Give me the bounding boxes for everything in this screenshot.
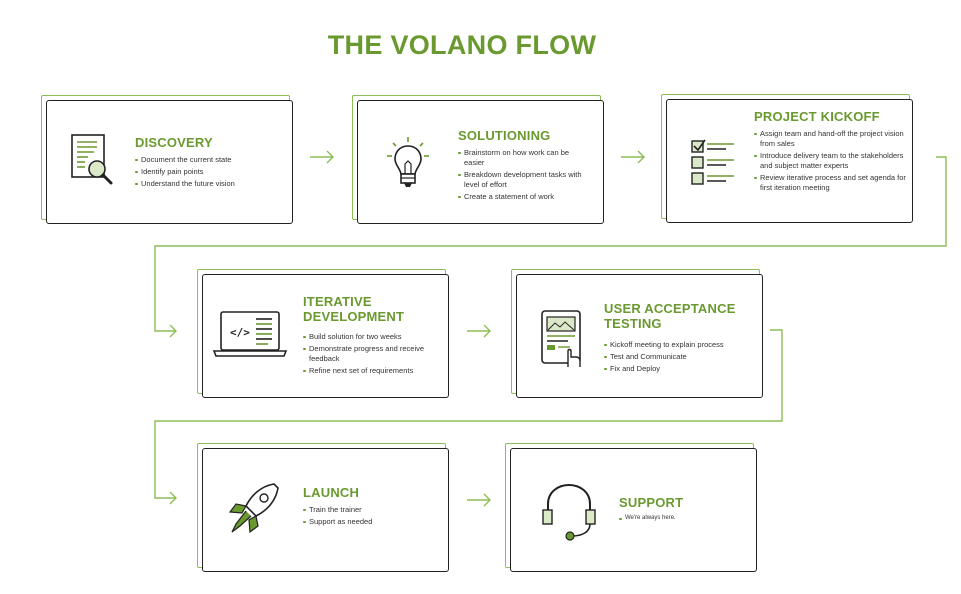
step-card-discovery: DISCOVERY Document the current state Ide…: [41, 95, 293, 224]
step-card-project-kickoff: PROJECT KICKOFF Assign team and hand-off…: [661, 94, 913, 223]
list-item: Test and Communicate: [604, 352, 754, 362]
step-heading: ITERATIVE DEVELOPMENT: [303, 294, 405, 324]
step-card-solutioning: SOLUTIONING Brainstorm on how work can b…: [352, 95, 604, 224]
step-heading: SOLUTIONING: [458, 128, 551, 143]
list-item: Assign team and hand-off the project vis…: [754, 129, 906, 149]
document-magnifier-icon: [71, 134, 113, 185]
list-item: Train the trainer: [303, 505, 438, 515]
arrow-development-to-testing: [467, 324, 491, 338]
arrow-solutioning-to-kickoff: [621, 150, 645, 164]
step-card-launch: LAUNCH Train the trainer Support as need…: [197, 443, 449, 572]
step-heading: DISCOVERY: [135, 135, 213, 150]
step-bullets: Brainstorm on how work can be easier Bre…: [458, 148, 590, 204]
list-item: Kickoff meeting to explain process: [604, 340, 754, 350]
list-item: Fix and Deploy: [604, 364, 754, 374]
page-title: THE VOLANO FLOW: [327, 30, 597, 60]
step-card-user-acceptance-testing: USER ACCEPTANCE TESTING Kickoff meeting …: [511, 269, 763, 398]
rocket-icon: [228, 483, 279, 534]
connector-row2-row3-head: [169, 491, 177, 505]
step-bullets: Document the current state Identify pain…: [135, 155, 285, 191]
arrow-launch-to-support: [467, 493, 491, 507]
svg-text:</>: </>: [230, 326, 250, 339]
list-item: Build solution for two weeks: [303, 332, 438, 342]
step-card-iterative-development: </> ITERATIVE DEVELOPMENT Build solution…: [197, 269, 449, 398]
list-item: Understand the future vision: [135, 179, 285, 189]
laptop-code-icon: </>: [212, 311, 288, 357]
connector-row1-row2-head: [169, 324, 177, 338]
step-heading: USER ACCEPTANCE TESTING: [604, 301, 736, 331]
step-bullets: Train the trainer Support as needed: [303, 505, 438, 529]
list-item: Refine next set of requirements: [303, 366, 438, 376]
tablet-touch-icon: [541, 310, 581, 367]
list-item: Create a statement of work: [458, 192, 590, 202]
list-item: Brainstorm on how work can be easier: [458, 148, 590, 168]
list-item: Review iterative process and set agenda …: [754, 173, 906, 193]
connector-row1-row2: [154, 156, 947, 332]
list-item: Document the current state: [135, 155, 285, 165]
step-card-support: SUPPORT We're always here.: [505, 443, 757, 572]
list-item: Introduce delivery team to the stakehold…: [754, 151, 906, 171]
list-item: Identify pain points: [135, 167, 285, 177]
connector-row2-row3: [154, 329, 783, 499]
step-bullets: Assign team and hand-off the project vis…: [754, 129, 906, 195]
arrow-discovery-to-solutioning: [310, 150, 334, 164]
step-bullets: Kickoff meeting to explain process Test …: [604, 340, 754, 376]
step-bullets: We're always here.: [619, 514, 749, 524]
step-bullets: Build solution for two weeks Demonstrate…: [303, 332, 438, 378]
list-item: Demonstrate progress and receive feedbac…: [303, 344, 438, 364]
list-item: Breakdown development tasks with level o…: [458, 170, 590, 190]
step-heading: LAUNCH: [303, 485, 360, 500]
checklist-icon: [691, 139, 734, 185]
list-item: We're always here.: [619, 514, 749, 522]
step-heading: PROJECT KICKOFF: [754, 109, 880, 124]
step-heading: SUPPORT: [619, 495, 684, 510]
list-item: Support as needed: [303, 517, 438, 527]
lightbulb-icon: [387, 137, 429, 187]
headset-icon: [542, 483, 596, 541]
